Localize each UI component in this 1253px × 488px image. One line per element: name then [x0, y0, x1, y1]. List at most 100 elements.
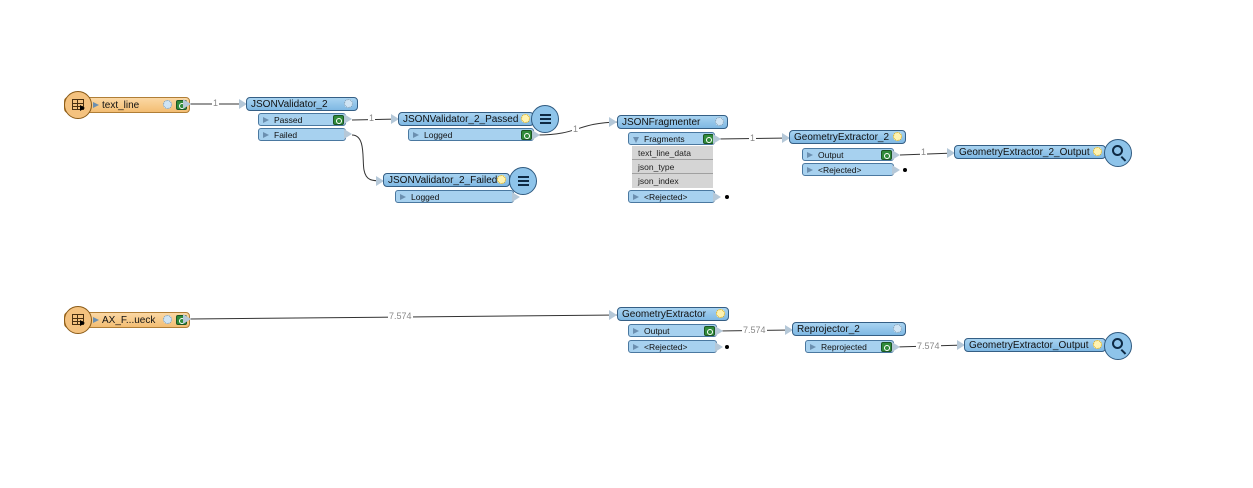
output-port-triangle[interactable] — [713, 192, 721, 202]
attribute-row: json_type — [632, 160, 713, 174]
gear-icon[interactable] — [893, 132, 902, 141]
port-output[interactable]: Output — [628, 324, 717, 337]
port-fragments[interactable]: Fragments — [628, 132, 715, 145]
inspector-geometryextractor-output[interactable]: GeometryExtractor_Output — [964, 338, 1106, 352]
inspector-jsonvalidator-2-failed[interactable]: JSONValidator_2_Failed — [383, 173, 510, 187]
expand-triangle-icon[interactable] — [93, 317, 99, 323]
port-passed[interactable]: Passed — [258, 113, 346, 126]
gear-icon[interactable] — [716, 309, 725, 318]
magnifier-icon — [1112, 145, 1123, 156]
output-port-triangle[interactable] — [512, 192, 520, 202]
inspector-failed-icon[interactable] — [509, 167, 537, 195]
gear-icon[interactable] — [1093, 147, 1102, 156]
port-failed[interactable]: Failed — [258, 128, 346, 141]
gear-icon[interactable] — [715, 117, 724, 126]
link-count: 1 — [749, 133, 757, 143]
transformer-title: Reprojector_2 — [797, 324, 860, 335]
attribute-name: text_line_data — [638, 148, 691, 158]
inspector-passed-icon[interactable] — [531, 105, 559, 133]
gear-icon[interactable] — [163, 315, 172, 324]
transformer-geometryextractor[interactable]: GeometryExtractor — [617, 307, 729, 321]
inspector-geometryextractor-2-output[interactable]: GeometryExtractor_2_Output — [954, 145, 1106, 159]
output-port-triangle[interactable] — [892, 342, 900, 352]
transformer-jsonvalidator-2[interactable]: JSONValidator_2 — [246, 97, 358, 111]
port-triangle-icon — [633, 328, 639, 334]
reader-text-line[interactable]: text_line — [64, 97, 190, 113]
port-triangle-icon — [263, 117, 269, 123]
output-port-triangle[interactable] — [183, 314, 191, 324]
attribute-row: text_line_data — [632, 146, 713, 160]
input-port-triangle[interactable] — [609, 310, 617, 320]
inspector-title: GeometryExtractor_2_Output — [959, 147, 1090, 158]
expand-triangle-icon[interactable] — [93, 102, 99, 108]
port-rejected[interactable]: <Rejected> — [628, 340, 717, 353]
gear-icon[interactable] — [893, 324, 902, 333]
output-port-triangle[interactable] — [892, 165, 900, 175]
transformer-jsonfragmenter[interactable]: JSONFragmenter — [617, 115, 728, 129]
port-triangle-icon — [400, 194, 406, 200]
input-port-triangle[interactable] — [782, 133, 790, 143]
port-rejected[interactable]: <Rejected> — [628, 190, 715, 203]
gear-icon[interactable] — [163, 100, 172, 109]
inspect-icon[interactable] — [704, 326, 715, 336]
inspect-icon[interactable] — [521, 130, 532, 140]
input-port-triangle[interactable] — [376, 176, 384, 186]
output-port-triangle[interactable] — [532, 130, 540, 140]
inspector-title: JSONValidator_2_Failed — [388, 175, 498, 186]
collapse-triangle-icon[interactable] — [633, 137, 639, 143]
port-logged[interactable]: Logged — [408, 128, 534, 141]
port-label: Logged — [411, 192, 440, 202]
magnifier-icon — [1112, 338, 1123, 349]
gear-icon[interactable] — [344, 99, 353, 108]
port-triangle-icon — [413, 132, 419, 138]
input-port-triangle[interactable] — [609, 117, 617, 127]
inspect-icon[interactable] — [333, 115, 344, 125]
output-port-triangle[interactable] — [344, 129, 352, 139]
port-label: <Rejected> — [644, 192, 688, 202]
output-port-triangle[interactable] — [892, 150, 900, 160]
port-triangle-icon — [633, 344, 639, 350]
input-port-triangle[interactable] — [391, 114, 399, 124]
link-failed-to-failed-inspector[interactable] — [351, 134, 386, 182]
list-lines-icon — [518, 176, 529, 186]
output-port-triangle[interactable] — [715, 342, 723, 352]
port-output[interactable]: Output — [802, 148, 894, 161]
arrow-icon — [80, 105, 85, 111]
inspector-magnifier[interactable] — [1104, 332, 1132, 360]
attribute-row: json_index — [632, 174, 713, 188]
port-label: Output — [644, 326, 670, 336]
inspect-icon[interactable] — [881, 342, 892, 352]
port-label: Output — [818, 150, 844, 160]
reader-ax-icon — [64, 306, 92, 334]
port-logged[interactable]: Logged — [395, 190, 514, 203]
inspector-jsonvalidator-2-passed[interactable]: JSONValidator_2_Passed — [398, 112, 534, 126]
port-rejected[interactable]: <Rejected> — [802, 163, 894, 176]
port-label: Fragments — [644, 134, 685, 144]
link-count: 1 — [572, 124, 580, 134]
terminator-dot — [725, 345, 729, 349]
port-triangle-icon — [807, 152, 813, 158]
port-triangle-icon — [633, 194, 639, 200]
output-port-triangle[interactable] — [713, 134, 721, 144]
port-reprojected[interactable]: Reprojected — [805, 340, 894, 353]
input-port-triangle[interactable] — [785, 325, 793, 335]
port-label: Failed — [274, 130, 298, 140]
output-port-triangle[interactable] — [344, 114, 352, 124]
gear-icon[interactable] — [497, 175, 506, 184]
input-port-triangle[interactable] — [947, 148, 955, 158]
port-label: Reprojected — [821, 342, 867, 352]
table-icon — [72, 99, 84, 110]
input-port-triangle[interactable] — [957, 340, 965, 350]
list-lines-icon — [540, 114, 551, 124]
inspector-magnifier[interactable] — [1104, 139, 1132, 167]
transformer-reprojector-2[interactable]: Reprojector_2 — [792, 322, 906, 336]
table-icon — [72, 314, 84, 325]
output-port-triangle[interactable] — [183, 99, 191, 109]
inspect-icon[interactable] — [881, 150, 892, 160]
transformer-geometryextractor-2[interactable]: GeometryExtractor_2 — [789, 130, 906, 144]
gear-icon[interactable] — [521, 114, 530, 123]
input-port-triangle[interactable] — [239, 99, 247, 109]
gear-icon[interactable] — [1093, 340, 1102, 349]
output-port-triangle[interactable] — [715, 326, 723, 336]
